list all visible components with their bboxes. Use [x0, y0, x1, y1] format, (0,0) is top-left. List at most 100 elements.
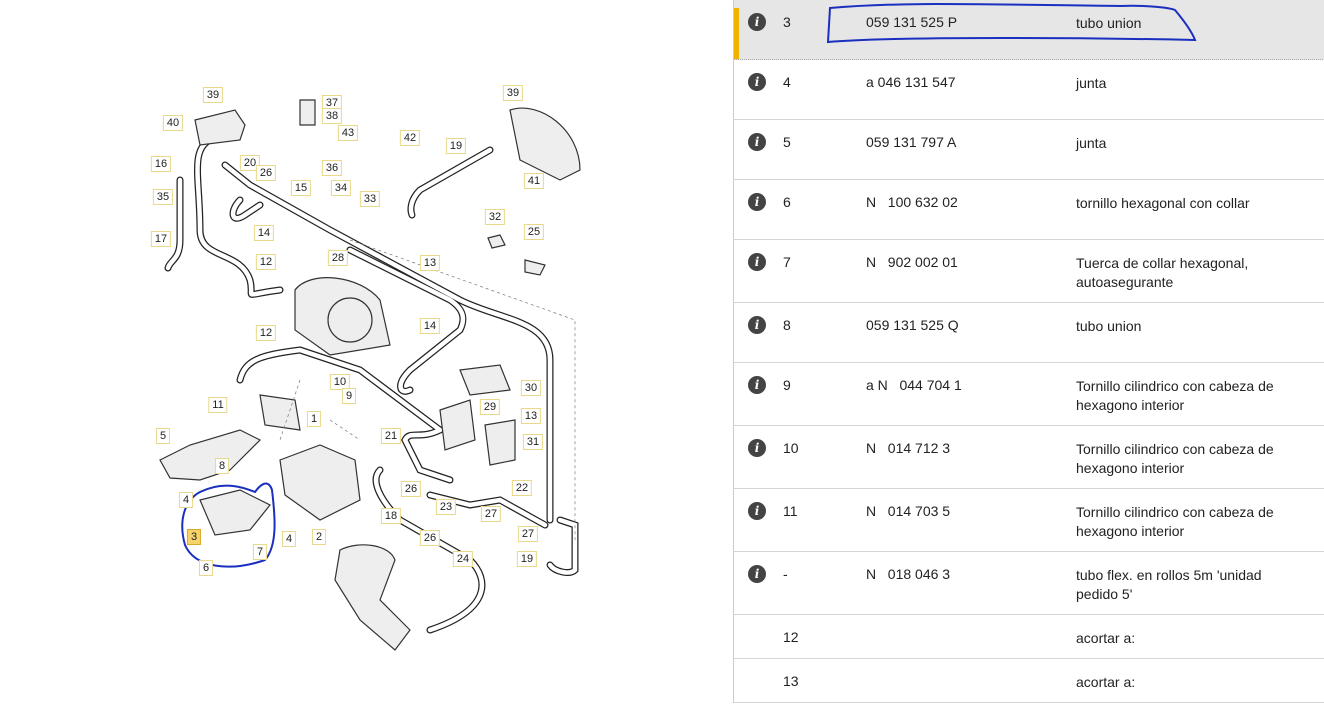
parts-table-row[interactable]: 13 acortar a: [734, 659, 1324, 703]
callout-label[interactable]: 32 [484, 209, 506, 225]
info-icon[interactable]: i [748, 316, 766, 334]
part-number: 059 131 525 Q [866, 317, 959, 333]
callout-label[interactable]: 16 [150, 156, 172, 172]
part-number: N 902 002 01 [866, 254, 958, 270]
info-icon[interactable]: i [748, 133, 766, 151]
callout-label[interactable]: 29 [479, 399, 501, 415]
info-icon[interactable]: i [748, 253, 766, 271]
callout-label[interactable]: 33 [359, 191, 381, 207]
callout-label[interactable]: 30 [520, 380, 542, 396]
position-number: 9 [783, 377, 791, 393]
position-number: 10 [783, 440, 799, 456]
callout-label[interactable]: 39 [202, 87, 224, 103]
part-description: tornillo hexagonal con collar [1076, 195, 1250, 211]
hose-inner [165, 137, 578, 633]
callout-label[interactable]: 10 [329, 374, 351, 390]
info-icon[interactable]: i [748, 193, 766, 211]
callout-label[interactable]: 3 [186, 529, 202, 545]
callout-label[interactable]: 11 [208, 397, 228, 413]
callout-label[interactable]: 27 [517, 526, 539, 542]
position-number: 7 [783, 254, 791, 270]
callout-label[interactable]: 26 [255, 165, 277, 181]
exploded-view-drawing [159, 99, 581, 651]
callout-label[interactable]: 20 [239, 155, 261, 171]
callout-label[interactable]: 19 [445, 138, 467, 154]
part-description: tubo union [1076, 318, 1142, 334]
position-number: 12 [783, 629, 799, 645]
callout-label[interactable]: 19 [516, 551, 538, 567]
callout-label[interactable]: 24 [452, 551, 474, 567]
callout-label[interactable]: 13 [520, 408, 542, 424]
callout-label[interactable]: 21 [380, 428, 402, 444]
callout-label[interactable]: 22 [511, 480, 533, 496]
callout-label[interactable]: 4 [178, 492, 194, 508]
callout-label[interactable]: 4 [281, 531, 297, 547]
callout-label[interactable]: 9 [341, 388, 357, 404]
callout-label[interactable]: 36 [321, 160, 343, 176]
position-number: 4 [783, 74, 791, 90]
part-number: 059 131 797 A [866, 134, 957, 150]
callout-label[interactable]: 28 [327, 250, 349, 266]
part-number: 059 131 525 P [866, 14, 958, 30]
position-number: 13 [783, 673, 799, 689]
callout-label[interactable]: 41 [523, 173, 545, 189]
parts-table-row[interactable]: i 6 N 100 632 02 tornillo hexagonal con col… [734, 180, 1324, 240]
callout-label[interactable]: 27 [480, 506, 502, 522]
callout-label[interactable]: 26 [419, 530, 441, 546]
part-number: a N 044 704 1 [866, 377, 962, 393]
position-number: 6 [783, 194, 791, 210]
callout-label[interactable]: 1 [306, 411, 322, 427]
callout-label[interactable]: 13 [419, 255, 441, 271]
callout-label[interactable]: 2 [311, 529, 327, 545]
callout-label[interactable]: 8 [214, 458, 230, 474]
callout-label[interactable]: 26 [400, 481, 422, 497]
callout-label[interactable]: 39 [502, 85, 524, 101]
info-icon[interactable]: i [748, 376, 766, 394]
callout-label[interactable]: 7 [252, 544, 268, 560]
part-number: N 018 046 3 [866, 566, 951, 582]
info-icon[interactable]: i [748, 502, 766, 520]
callout-label[interactable]: 15 [290, 180, 312, 196]
part-number: N 100 632 02 [866, 194, 958, 210]
callout-label[interactable]: 25 [523, 224, 545, 240]
callout-label[interactable]: 43 [337, 125, 359, 141]
info-icon[interactable]: i [748, 13, 766, 31]
callout-label[interactable]: 35 [152, 189, 174, 205]
callout-label[interactable]: 31 [522, 434, 544, 450]
callout-label[interactable]: 34 [330, 180, 352, 196]
callout-label[interactable]: 12 [255, 325, 277, 341]
callout-label[interactable]: 6 [198, 560, 214, 576]
info-icon[interactable]: i [748, 73, 766, 91]
position-number: 5 [783, 134, 791, 150]
callout-label[interactable]: 42 [399, 130, 421, 146]
callout-label[interactable]: 18 [380, 508, 402, 524]
callout-label[interactable]: 14 [419, 318, 441, 334]
part-description: junta [1076, 75, 1107, 91]
parts-table-row[interactable]: 12 acortar a: [734, 615, 1324, 659]
info-icon[interactable]: i [748, 565, 766, 583]
part-description: tubo union [1076, 15, 1142, 31]
position-number: 11 [783, 503, 798, 519]
callout-label[interactable]: 38 [321, 108, 343, 124]
callout-label[interactable]: 12 [255, 254, 277, 270]
part-description: acortar a: [1076, 630, 1136, 646]
callout-label[interactable]: 14 [253, 225, 275, 241]
callout-label[interactable]: 40 [162, 115, 184, 131]
info-icon[interactable]: i [748, 439, 766, 457]
callout-label[interactable]: 23 [435, 499, 457, 515]
part-description: acortar a: [1076, 674, 1136, 690]
part-number: N 014 703 5 [866, 503, 951, 519]
callout-label[interactable]: 17 [150, 231, 172, 247]
callout-label[interactable]: 5 [155, 428, 171, 444]
